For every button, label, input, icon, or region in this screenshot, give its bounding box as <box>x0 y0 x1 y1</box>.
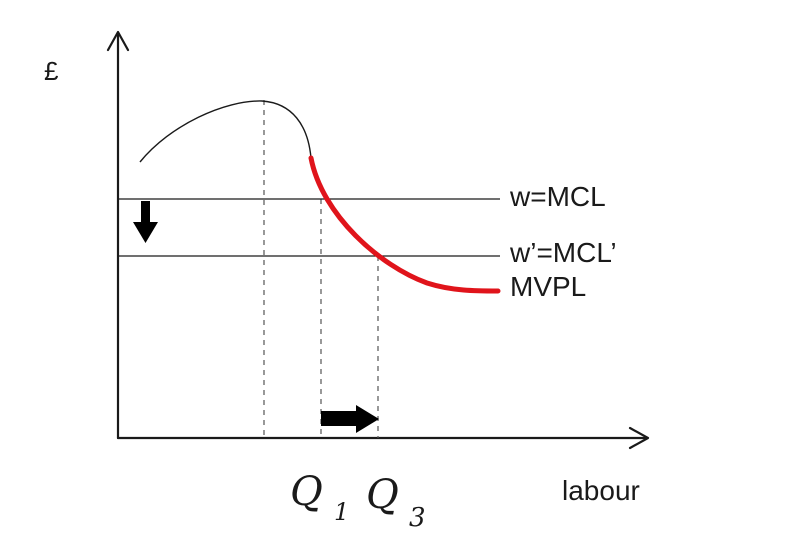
q1-subscript: 1 <box>334 498 349 526</box>
wage-new-label: w’=MCL’ <box>509 237 617 268</box>
q3-subscript: 3 <box>409 503 426 533</box>
down-arrow-icon <box>133 201 158 243</box>
q3-label: Q 3 <box>366 472 426 533</box>
q1-letter: Q <box>290 469 323 515</box>
y-axis-arrowhead <box>106 30 130 52</box>
mvpl-curve-rising <box>139 100 312 163</box>
q3-letter: Q <box>366 472 399 518</box>
axes <box>106 30 650 450</box>
y-axis-label: £ <box>44 56 59 86</box>
wage-original-label: w=MCL <box>509 181 606 212</box>
q1-label: Q 1 <box>290 469 349 526</box>
mvpl-curve-highlight <box>308 155 501 294</box>
guide-lines <box>263 100 379 438</box>
x-axis-arrowhead <box>628 426 650 450</box>
wage-lines <box>118 198 500 257</box>
mvpl-label: MVPL <box>510 271 586 302</box>
right-arrow-icon <box>321 405 379 433</box>
x-axis-label: labour <box>562 475 640 506</box>
